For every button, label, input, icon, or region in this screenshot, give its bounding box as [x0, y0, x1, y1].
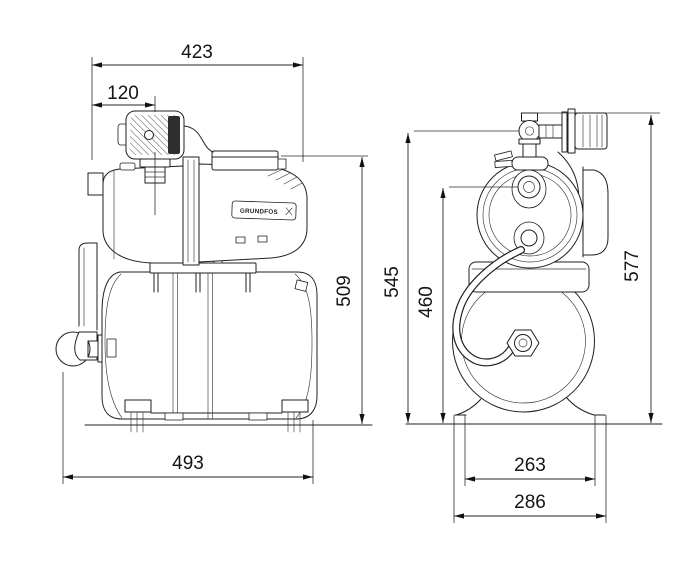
flexible-hose — [452, 246, 525, 367]
side-view: GRUNDFOS — [55, 42, 373, 484]
tank-side — [101, 271, 318, 420]
clamp-band — [511, 156, 549, 171]
motor: GRUNDFOS — [198, 150, 308, 263]
dimension-pump-height: 509 — [281, 155, 368, 424]
dimension-pump-length: 423 — [91, 42, 304, 162]
brand-label: GRUNDFOS — [240, 208, 278, 216]
grundfos-logo-icon — [285, 207, 293, 216]
switch-label-strip — [168, 116, 180, 154]
dimension-overall-length: 493 — [62, 372, 314, 484]
dim-value: 423 — [181, 42, 213, 63]
suction-port — [87, 172, 104, 196]
dim-value: 509 — [334, 275, 355, 307]
tank-center-plug — [506, 329, 540, 357]
front-view: 545 460 577 263 — [382, 108, 663, 523]
dim-value: 120 — [107, 83, 139, 104]
dim-value: 263 — [514, 455, 546, 476]
dim-value: 493 — [172, 453, 204, 474]
dim-value: 577 — [622, 250, 643, 282]
suction-pipe-elbow — [55, 242, 112, 367]
pressure-switch — [117, 110, 214, 184]
dim-value: 286 — [514, 492, 546, 513]
terminal-box — [211, 150, 279, 171]
pump-front — [476, 161, 584, 269]
dimension-overall-height: 577 — [521, 112, 660, 423]
switch-screw — [144, 130, 154, 140]
brand-plate: GRUNDFOS — [231, 200, 297, 221]
switch-cable — [183, 125, 214, 153]
dim-value: 545 — [382, 266, 403, 298]
dimension-overall-width: 286 — [453, 415, 607, 523]
tank-feet — [124, 399, 309, 433]
dimension-switch-offset: 120 — [92, 83, 156, 215]
tank-inlet-stub — [106, 338, 117, 358]
pump-casing — [87, 156, 200, 266]
dimension-feet-inner-width: 263 — [464, 415, 596, 486]
tank-top-tab — [294, 279, 309, 292]
dim-value: 460 — [416, 286, 437, 318]
dimension-height-to-valve: 545 — [382, 130, 519, 423]
pump-flange — [182, 156, 200, 266]
dimension-height-to-port: 460 — [416, 186, 518, 423]
